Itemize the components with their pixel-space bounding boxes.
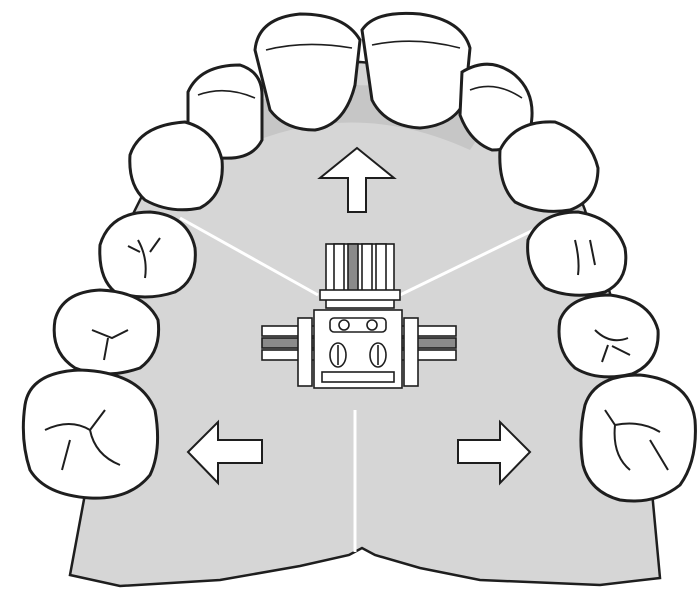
tooth-upper-left-first-molar <box>581 375 696 501</box>
tooth-upper-right-central-incisor <box>255 14 360 130</box>
tooth-upper-left-second-premolar <box>559 295 658 377</box>
tooth-upper-right-second-premolar <box>54 290 158 374</box>
tooth-upper-right-first-premolar <box>100 212 196 297</box>
tooth-upper-right-canine <box>130 122 223 210</box>
tooth-upper-left-central-incisor <box>362 13 470 128</box>
tooth-upper-left-canine <box>500 122 598 212</box>
